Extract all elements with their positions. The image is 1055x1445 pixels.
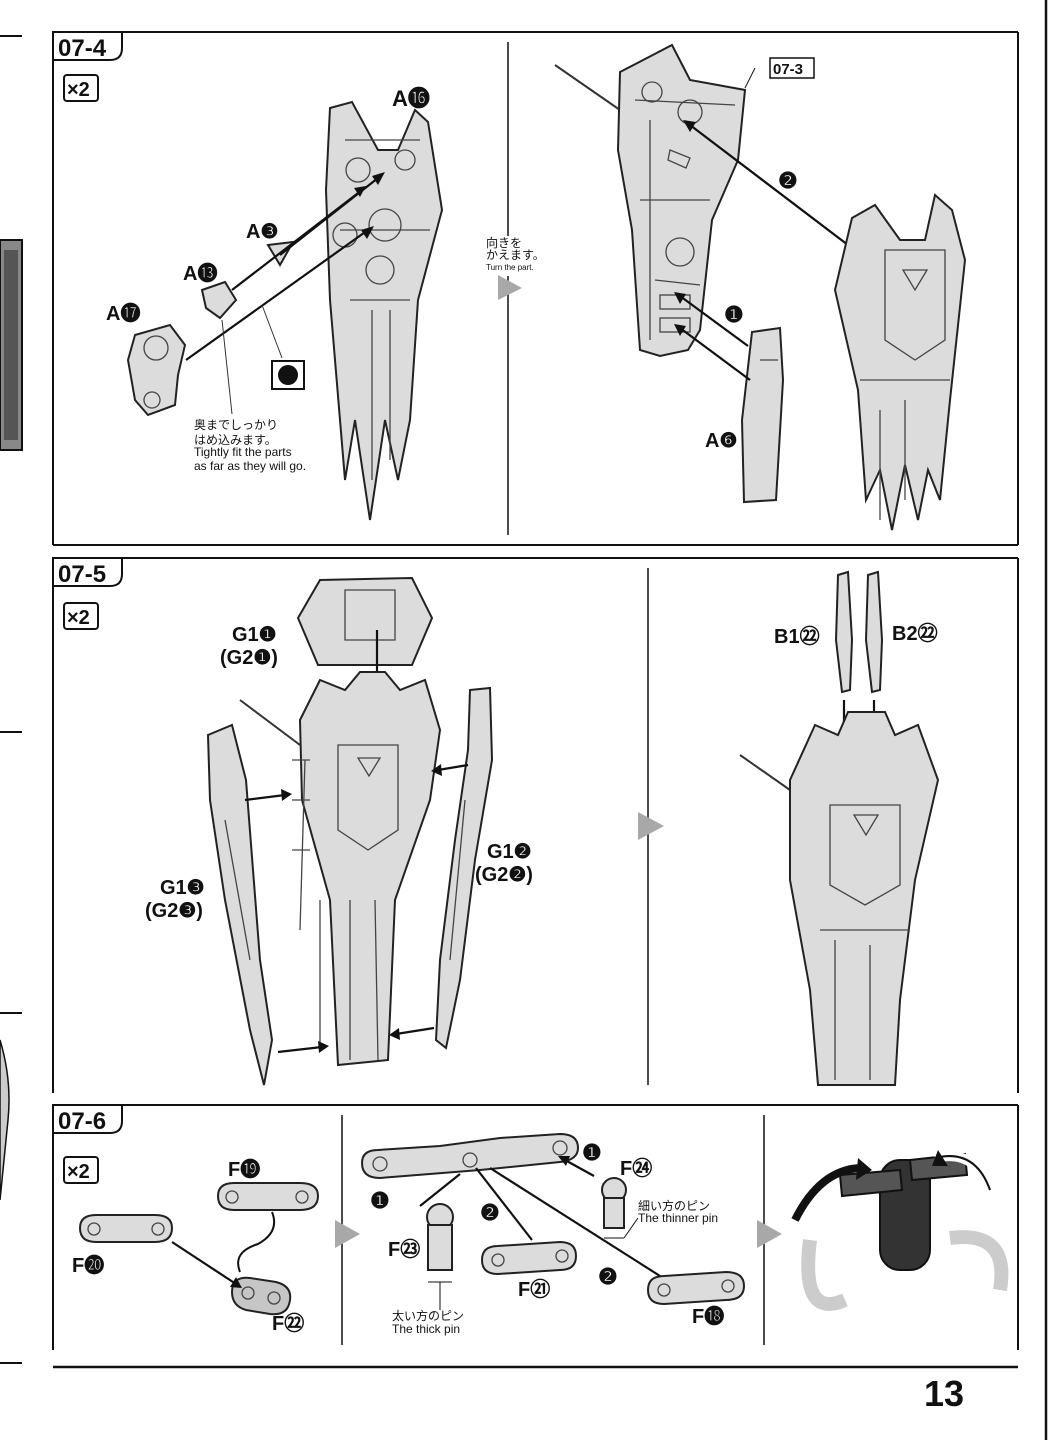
part-g1-1: G1❶ (G2❶) (220, 576, 434, 669)
ref-box (769, 57, 815, 79)
part-b1: B1㉒ (774, 570, 854, 694)
joint-result (791, 1150, 1009, 1311)
label-a17: A⓱ (106, 301, 140, 325)
part-b2: B2㉒ (864, 570, 938, 694)
order-1: ❶ (724, 302, 744, 327)
order-2: ❷ (778, 168, 798, 193)
part-f23: F㉓ ❶ 太い方のピン The thick pin (370, 1173, 464, 1336)
thin-pin-jp: 細い方のピン (638, 1198, 710, 1213)
label-g1-1: G1❶ (232, 624, 277, 646)
assembly-arrows-back: ❶ ❷ (674, 120, 849, 381)
label-f23: F㉓ (388, 1238, 420, 1261)
label-g2-2: (G2❷) (475, 864, 533, 886)
grease-note: 奥までしっかり はめ込みます。 Tightly fit the parts as… (194, 304, 306, 473)
label-f24: F㉔ (620, 1157, 652, 1180)
step-07-6: 07-6 ×2 F⓴ F⓳ F㉒ (52, 1104, 1019, 1350)
main-shield-07-5 (239, 671, 442, 1067)
part-f21: F㉑ ❷ (475, 1167, 578, 1301)
label-f21: F㉑ (518, 1278, 550, 1301)
label-f19: F⓳ (228, 1157, 260, 1181)
thin-pin-en: The thinner pin (638, 1211, 718, 1225)
label-g2-1: (G2❶) (220, 647, 278, 669)
quantity-badge: ×2 (67, 1161, 90, 1183)
turn-jp-1: 向きを (486, 235, 522, 250)
step-07-5: 07-5 ×2 G1❶ (G2❶) G1❸ (G2❸) G (52, 557, 1019, 1093)
assembly-07-6: ❶ (360, 1132, 602, 1180)
part-a17: A⓱ (106, 301, 187, 417)
order-1a: ❶ (582, 1140, 602, 1165)
thick-pin-jp: 太い方のピン (392, 1308, 464, 1323)
next-step-triangle (335, 1220, 360, 1248)
thick-pin-en: The thick pin (392, 1322, 460, 1336)
label-f20: F⓴ (72, 1253, 104, 1277)
turn-part-note: 向きを かえます。 Turn the part. (482, 235, 545, 300)
shield-result (833, 193, 967, 531)
quantity-badge: ×2 (67, 79, 90, 101)
label-a3: A❸ (246, 221, 278, 243)
step-number: 07-5 (58, 561, 106, 588)
part-g1-2: G1❷ (G2❷) (434, 686, 533, 1050)
label-a13: A⓭ (183, 261, 217, 285)
part-f22: F㉒ (230, 1276, 304, 1335)
left-edge-marks (0, 35, 23, 1364)
assembly-arrows-07-4 (185, 172, 385, 361)
note-en-1: Tightly fit the parts (194, 445, 292, 459)
shield-result-07-5 (739, 711, 940, 1086)
quantity-badge: ×2 (67, 607, 90, 629)
turn-en: Turn the part. (486, 263, 534, 272)
order-2a: ❷ (480, 1200, 500, 1225)
label-f18: F⓲ (692, 1304, 724, 1328)
note-jp-1: 奥までしっかり (194, 418, 278, 432)
part-f19: F⓳ (216, 1157, 320, 1211)
page-number: 13 (924, 1373, 964, 1414)
part-f20: F⓴ (72, 1214, 174, 1277)
note-jp-2: はめ込みます。 (194, 433, 277, 447)
order-1b: ❶ (370, 1188, 390, 1213)
label-a6: A❻ (705, 430, 737, 452)
turn-jp-2: かえます。 (486, 248, 545, 262)
part-f24: F㉔ 細い方のピン The thinner pin (601, 1157, 718, 1239)
label-a16: A⓰ (392, 86, 430, 111)
step-number: 07-6 (58, 1108, 106, 1135)
next-step-triangle (638, 812, 664, 840)
shield-part-a16 (324, 100, 444, 521)
part-f18: F⓲ ❷ (489, 1167, 746, 1328)
ref-step: 07-3 (773, 61, 803, 78)
order-2b: ❷ (598, 1264, 618, 1289)
part-g1-3: G1❸ (G2❸) (145, 723, 274, 1086)
step-number: 07-4 (58, 35, 107, 62)
part-a3: A❸ (246, 221, 295, 267)
step-07-4: 07-4 ×2 A⓰ A❸ A⓭ A⓱ (52, 31, 1019, 546)
shield-back-view (554, 43, 747, 358)
label-g1-3: G1❸ (160, 877, 205, 899)
label-b2: B2㉒ (892, 622, 938, 645)
part-a13: A⓭ (183, 261, 238, 320)
label-g1-2: G1❷ (487, 841, 532, 863)
next-step-triangle (498, 275, 522, 300)
next-step-triangle (757, 1220, 782, 1248)
note-en-2: as far as they will go. (194, 459, 306, 473)
label-g2-3: (G2❸) (145, 900, 203, 922)
assembly-arrows-07-5 (244, 763, 469, 1054)
label-b1: B1㉒ (774, 625, 820, 648)
label-f22: F㉒ (272, 1312, 304, 1335)
part-a6: A❻ (705, 326, 785, 504)
